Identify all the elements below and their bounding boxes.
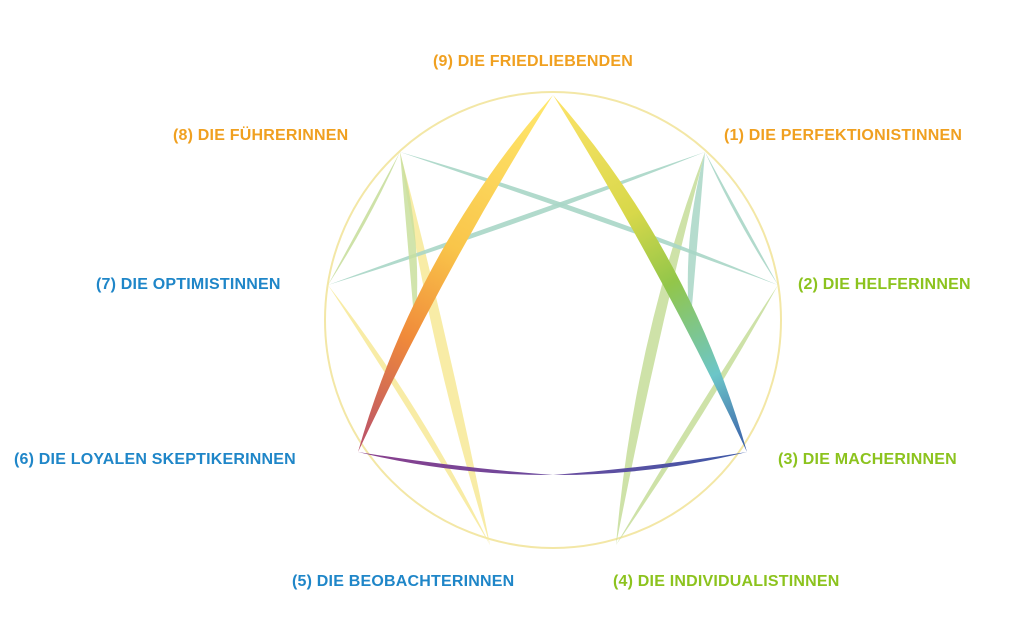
triangle-side-6-center [358, 452, 553, 476]
type-label-5: (5) DIE BEOBACHTERINNEN [292, 573, 515, 590]
triangle-side-center-3 [553, 452, 747, 476]
hexad-arm-1 [687, 152, 705, 330]
triangle-side-9-3 [553, 95, 747, 452]
type-label-9: (9) DIE FRIEDLIEBENDEN [433, 53, 633, 70]
hexad-edge-1-2 [705, 152, 778, 285]
type-label-2: (2) DIE HELFERINNEN [798, 276, 971, 293]
type-label-3: (3) DIE MACHERINNEN [778, 451, 957, 468]
type-label-6: (6) DIE LOYALEN SKEPTIKERINNEN [14, 451, 296, 468]
hexad-band-4-2 [616, 285, 778, 545]
type-label-1: (1) DIE PERFEKTIONISTINNEN [724, 127, 963, 144]
hexad-band-7-1 [328, 152, 705, 285]
type-label-4: (4) DIE INDIVIDUALISTINNEN [613, 573, 840, 590]
enneagram-circle [324, 91, 782, 549]
hexad-band-2-8 [400, 152, 778, 285]
hexad-edge-8-7 [328, 152, 400, 285]
hexad-band-8-5 [400, 152, 490, 545]
type-label-7: (7) DIE OPTIMISTINNEN [96, 276, 281, 293]
hexad-arm-8 [400, 152, 418, 330]
type-label-8: (8) DIE FÜHRERINNEN [173, 127, 349, 144]
